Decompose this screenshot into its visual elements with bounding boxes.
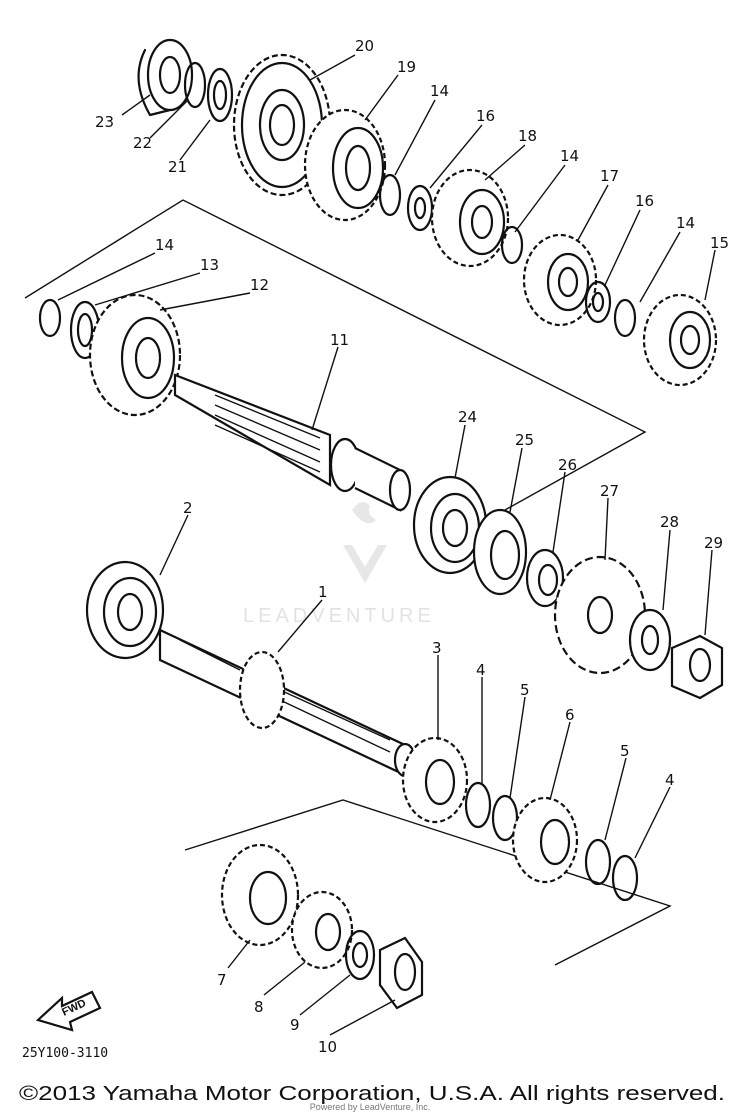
callout-14: 14 xyxy=(155,236,174,254)
fwd-arrow-icon: FWD xyxy=(35,990,102,1032)
part-28-lock-washer xyxy=(628,608,672,672)
copyright-text: ©2013 Yamaha Motor Corporation, U.S.A. A… xyxy=(19,1083,725,1105)
part-19-gear xyxy=(303,108,387,222)
callout-27: 27 xyxy=(600,482,619,500)
part-8-gear xyxy=(290,890,354,970)
callout-21: 21 xyxy=(168,158,187,176)
part-12-gear xyxy=(88,293,182,417)
watermark-text: LEADVENTURE xyxy=(243,605,435,627)
drive-axle-group-outline xyxy=(24,199,647,526)
part-11-drive-axle xyxy=(173,373,412,512)
part-14-circlip-c xyxy=(613,298,637,338)
main-axle-group-outline xyxy=(184,799,672,966)
part-10-bearing xyxy=(378,936,424,1010)
callout-16: 16 xyxy=(476,107,495,125)
callout-14: 14 xyxy=(560,147,579,165)
part-23-bearing xyxy=(137,38,194,117)
part-22-circlip xyxy=(183,61,207,109)
part-18-gear xyxy=(430,168,510,268)
callout-8: 8 xyxy=(254,998,264,1016)
credit-text: Powered by LeadVenture, Inc. xyxy=(310,1102,431,1112)
part-3-gear xyxy=(401,736,469,824)
callout-17: 17 xyxy=(600,167,619,185)
part-4-washer-a xyxy=(464,781,492,829)
callout-25: 25 xyxy=(515,431,534,449)
callout-22: 22 xyxy=(133,134,152,152)
part-5-circlip-b xyxy=(584,838,612,886)
part-16-washer-a xyxy=(406,184,434,232)
callout-18: 18 xyxy=(518,127,537,145)
callout-7: 7 xyxy=(217,971,227,989)
part-1-main-axle xyxy=(158,628,417,778)
part-17-gear xyxy=(522,233,598,327)
callout-numbers: 23 22 21 20 19 14 16 18 14 17 16 14 15 1… xyxy=(95,37,729,1056)
callout-6: 6 xyxy=(565,706,575,724)
part-6-gear xyxy=(511,796,579,884)
part-26-collar xyxy=(525,548,565,608)
part-16-washer-b xyxy=(584,280,612,324)
callout-20: 20 xyxy=(355,37,374,55)
part-14-circlip-a xyxy=(378,173,402,217)
part-7-gear xyxy=(220,843,300,947)
callout-1: 1 xyxy=(318,583,328,601)
part-14-circlip-b xyxy=(500,225,524,265)
callout-19: 19 xyxy=(397,58,416,76)
callout-9: 9 xyxy=(290,1016,300,1034)
part-27-sprocket xyxy=(553,555,647,675)
callout-23: 23 xyxy=(95,113,114,131)
callout-26: 26 xyxy=(558,456,577,474)
callout-14: 14 xyxy=(676,214,695,232)
callout-4: 4 xyxy=(476,661,486,679)
callout-13: 13 xyxy=(200,256,219,274)
callout-14: 14 xyxy=(430,82,449,100)
callout-29: 29 xyxy=(704,534,723,552)
leader-lines xyxy=(57,54,716,1036)
part-21-washer xyxy=(206,67,234,123)
part-29-nut xyxy=(670,634,724,700)
callout-5: 5 xyxy=(620,742,630,760)
watermark-logo: LEADVENTURE xyxy=(243,501,435,627)
diagram-code: 25Y100-3110 xyxy=(22,1046,108,1061)
callout-12: 12 xyxy=(250,276,269,294)
part-9-washer xyxy=(344,929,376,981)
part-14-circlip-d xyxy=(38,298,62,338)
part-15-gear xyxy=(642,293,718,387)
callout-28: 28 xyxy=(660,513,679,531)
callout-5: 5 xyxy=(520,681,530,699)
callout-10: 10 xyxy=(318,1038,337,1056)
callout-4: 4 xyxy=(665,771,675,789)
part-2-bearing xyxy=(85,560,165,660)
callout-24: 24 xyxy=(458,408,477,426)
callout-15: 15 xyxy=(710,234,729,252)
callout-3: 3 xyxy=(432,639,442,657)
callout-16: 16 xyxy=(635,192,654,210)
callout-2: 2 xyxy=(183,499,193,517)
part-4-washer-b xyxy=(611,854,639,902)
part-25-oil-seal xyxy=(472,508,528,596)
callout-11: 11 xyxy=(330,331,349,349)
